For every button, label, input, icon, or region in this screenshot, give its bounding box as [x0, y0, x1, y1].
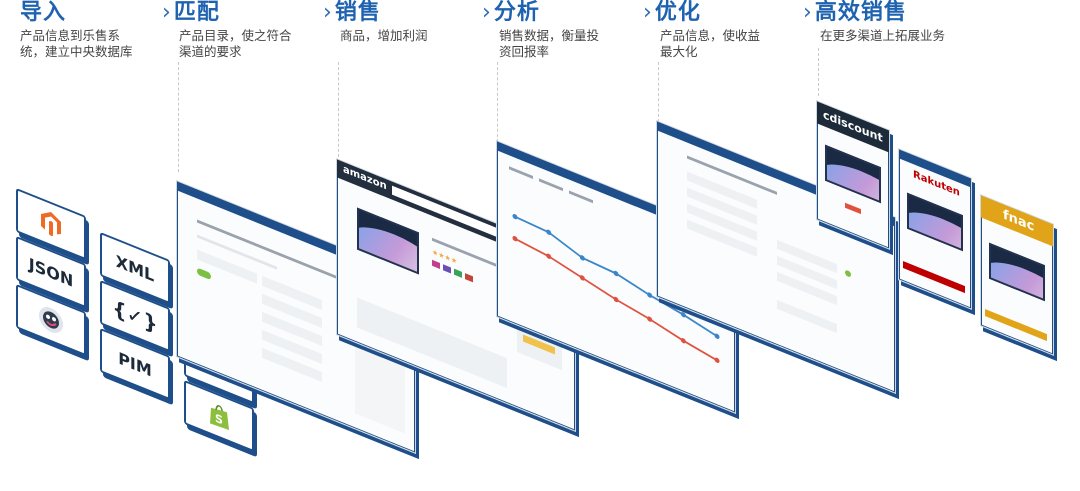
- series-point: [512, 235, 518, 242]
- svg-text:S: S: [215, 411, 223, 428]
- step-desc-line: 资回报率: [499, 44, 550, 59]
- shopify-tile: S: [184, 379, 254, 453]
- magento-icon: [41, 212, 61, 236]
- series-point: [579, 275, 585, 281]
- tile-label: XML: [115, 250, 155, 286]
- series-point: [714, 333, 720, 339]
- tile-label: JSON: [28, 253, 74, 291]
- series-point: [613, 296, 619, 303]
- chevron-right-icon: ›: [803, 0, 812, 25]
- guide-line-2: [338, 62, 339, 157]
- buy-button-bar: [845, 202, 861, 215]
- step-analyze: ›分析 销售数据，衡量投 资回报率: [482, 0, 599, 60]
- step-desc-line: 渠道的要求: [179, 44, 242, 59]
- step-title: 分析: [493, 0, 540, 25]
- series-point: [680, 337, 686, 344]
- color-swatch: [443, 264, 451, 274]
- product-monitor-image: [357, 207, 419, 275]
- step-desc-line: 产品信息到乐售系: [20, 28, 121, 43]
- toggle-on-icon: [197, 267, 211, 281]
- guide-line-4: [658, 62, 659, 122]
- text-line: [197, 219, 337, 280]
- step-desc: 在更多渠道上拓展业务: [820, 28, 945, 44]
- sales-line-chart: [512, 213, 720, 363]
- step-title: 高效销售: [814, 0, 907, 25]
- step-title: 导入: [20, 0, 67, 25]
- step-desc-line: 统，建立中央数据库: [20, 44, 133, 59]
- series-point: [546, 253, 552, 259]
- step-title: 销售: [334, 0, 381, 25]
- step-desc-line: 产品目录，使之符合: [179, 28, 292, 43]
- step-match: ›匹配 产品目录，使之符合 渠道的要求: [162, 0, 292, 60]
- guide-line-3: [497, 62, 498, 142]
- series-point: [546, 229, 552, 235]
- fnac-card: fnac: [980, 194, 1054, 356]
- chevron-right-icon: ›: [323, 0, 332, 25]
- step-title: 匹配: [173, 0, 220, 25]
- text-line: [539, 178, 563, 192]
- color-swatch: [432, 259, 440, 270]
- step-desc: 产品信息到乐售系 统，建立中央数据库: [20, 28, 133, 60]
- product-monitor-image: [989, 242, 1045, 302]
- series-point: [680, 311, 686, 318]
- prestashop-tile: [16, 283, 86, 357]
- series-point: [512, 213, 518, 220]
- product-monitor-image: [825, 144, 881, 204]
- tile-label: PIM: [118, 347, 152, 381]
- chevron-right-icon: ›: [162, 0, 171, 25]
- status-dot-icon: [845, 269, 851, 278]
- series-point: [579, 255, 585, 261]
- step-import: 导入 产品信息到乐售系 统，建立中央数据库: [20, 0, 133, 60]
- step-title: 优化: [654, 0, 701, 25]
- buy-bar: [985, 309, 1047, 342]
- field-block: [777, 299, 837, 334]
- product-monitor-image: [907, 192, 963, 252]
- step-desc: 销售数据，衡量投 资回报率: [499, 28, 599, 60]
- series-point: [714, 357, 720, 363]
- cart-bar: [903, 261, 965, 294]
- chevron-right-icon: ›: [482, 0, 491, 25]
- step-desc-line: 销售数据，衡量投: [499, 28, 600, 43]
- chevron-right-icon: ›: [643, 0, 652, 25]
- rakuten-card: Rakuten: [898, 148, 972, 310]
- step-desc: 产品目录，使之符合 渠道的要求: [179, 28, 292, 60]
- step-desc-line: 产品信息，使收益: [660, 28, 761, 43]
- text-line: [569, 190, 593, 204]
- step-desc: 商品，增加利润: [340, 28, 428, 44]
- guide-line-1: [178, 62, 179, 172]
- step-sell-efficiently: ›高效销售 在更多渠道上拓展业务: [803, 0, 945, 44]
- step-desc: 产品信息，使收益 最大化: [660, 28, 760, 60]
- step-sell: ›销售 商品，增加利润: [323, 0, 428, 44]
- guide-line-5: [818, 48, 819, 96]
- step-desc-line: 商品，增加利润: [340, 28, 428, 43]
- step-desc-line: 在更多渠道上拓展业务: [820, 28, 946, 43]
- series-point: [613, 270, 619, 277]
- color-swatch: [454, 268, 462, 278]
- series-point: [647, 292, 653, 298]
- analyze-screen-panel: [496, 140, 736, 414]
- api-braces-icon: {✓}: [112, 294, 158, 338]
- shopify-bag-icon: S: [210, 404, 229, 431]
- step-optimize: ›优化 产品信息，使收益 最大化: [643, 0, 760, 60]
- prestashop-icon: [39, 307, 63, 333]
- step-desc-line: 最大化: [660, 44, 698, 59]
- color-swatch: [465, 273, 473, 283]
- magento-tile: [16, 187, 86, 261]
- series-point: [647, 316, 653, 322]
- text-line: [509, 166, 533, 179]
